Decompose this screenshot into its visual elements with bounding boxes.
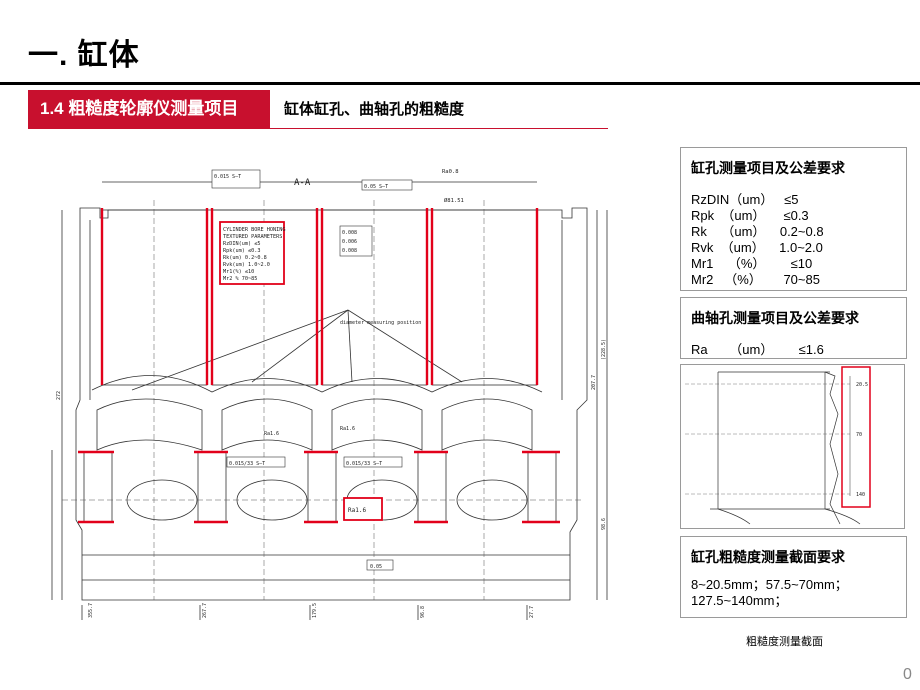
crank-tolerance-panel: 曲轴孔测量项目及公差要求 Ra （um） ≤1.6 [680, 297, 907, 359]
dim-bottom: 179.5 [312, 603, 318, 618]
bore-row: Rvk （um） 1.0~2.0 [691, 240, 823, 255]
spec-line: Mr1(%) ≤10 [223, 269, 254, 275]
dim-right: (228.5) [601, 339, 607, 360]
dim-right: 207.7 [591, 375, 597, 390]
bore-row: RzDIN（um） ≤5 [691, 192, 799, 207]
section-row: 8~20.5mm；57.5~70mm； [691, 577, 848, 592]
ra-label: Ra1.6 [348, 507, 366, 514]
crank-panel-heading: 曲轴孔测量项目及公差要求 [691, 310, 859, 326]
spec-line: Rvk(um) 1.0~2.0 [223, 262, 270, 268]
tol-label: 0.006 [342, 239, 357, 245]
dim-bottom: 267.7 [202, 603, 208, 618]
tol-label: 0.008 [342, 248, 357, 254]
spec-box-text: CYLINDER BORE HONING TEXTURED PARAMETERS… [223, 227, 285, 282]
section-tag: 1.4 粗糙度轮廓仪测量项目 [28, 90, 270, 128]
ra-label: Ra1.6 [264, 431, 279, 437]
bore-row: Mr1 （%） ≤10 [691, 256, 813, 271]
bore-tolerance-panel: 缸孔测量项目及公差要求 RzDIN（um） ≤5 Rpk （um） ≤0.3 R… [680, 147, 907, 291]
spec-line: Rk(um) 0.2~0.8 [223, 255, 267, 261]
dim-tag: Ø81.51 [444, 197, 464, 204]
tol-label: 0.015/33 S—T [346, 461, 382, 467]
title-rule [0, 82, 920, 85]
bore-row: Mr2 （%） 70~85 [691, 272, 820, 287]
spec-line: TEXTURED PARAMETERS [223, 234, 282, 240]
spec-line: CYLINDER BORE HONING [223, 227, 285, 233]
dim-left: 272 [56, 391, 62, 400]
section-label: 70 [856, 432, 862, 438]
page-title: 一. 缸体 [28, 39, 140, 72]
crank-row: Ra （um） ≤1.6 [691, 342, 824, 357]
ra-label: Ra1.6 [340, 426, 355, 432]
section-requirement-panel: 缸孔粗糙度测量截面要求 8~20.5mm；57.5~70mm； 127.5~14… [680, 536, 907, 618]
section-label: 20.5 [856, 382, 868, 388]
figure-caption: 粗糙度测量截面 [746, 636, 823, 648]
page-number: 0 [903, 666, 912, 683]
bore-row: Rpk （um） ≤0.3 [691, 208, 809, 223]
dim-bottom: 27.7 [529, 606, 535, 618]
measure-note: diameter measuring position [340, 320, 421, 326]
tol-label: 0.015 S—T [214, 174, 241, 180]
tol-label: 0.05 S—T [364, 184, 388, 190]
tol-label: 0.015/33 S—T [229, 461, 265, 467]
section-row: 127.5~140mm； [691, 593, 788, 608]
ra-label: Ra0.8 [442, 169, 459, 175]
section-panel-heading: 缸孔粗糙度测量截面要求 [691, 549, 845, 565]
bore-row: Rk （um） 0.2~0.8 [691, 224, 824, 239]
section-subtitle: 缸体缸孔、曲轴孔的粗糙度 [284, 101, 465, 118]
dim-bottom: 355.7 [88, 603, 94, 618]
spec-line: Mr2 % 70~85 [223, 276, 257, 282]
cylinder-block-drawing: CYLINDER BORE HONING TEXTURED PARAMETERS… [51, 169, 608, 620]
dim-bottom: 96.8 [420, 606, 426, 618]
section-label: 140 [856, 492, 865, 498]
dim-right: 98.6 [601, 518, 607, 530]
tol-label: 0.008 [342, 230, 357, 236]
spec-line: Rpk(um) ≤0.3 [223, 248, 260, 254]
bore-panel-heading: 缸孔测量项目及公差要求 [691, 160, 845, 176]
tol-label: 0.05 [370, 564, 382, 570]
spec-line: RzDIN(um) ≤5 [223, 241, 260, 247]
section-bar: 1.4 粗糙度轮廓仪测量项目 缸体缸孔、曲轴孔的粗糙度 [28, 90, 608, 129]
view-label: A-A [294, 178, 311, 188]
bore-section-drawing: 20.5 70 140 [680, 364, 905, 529]
